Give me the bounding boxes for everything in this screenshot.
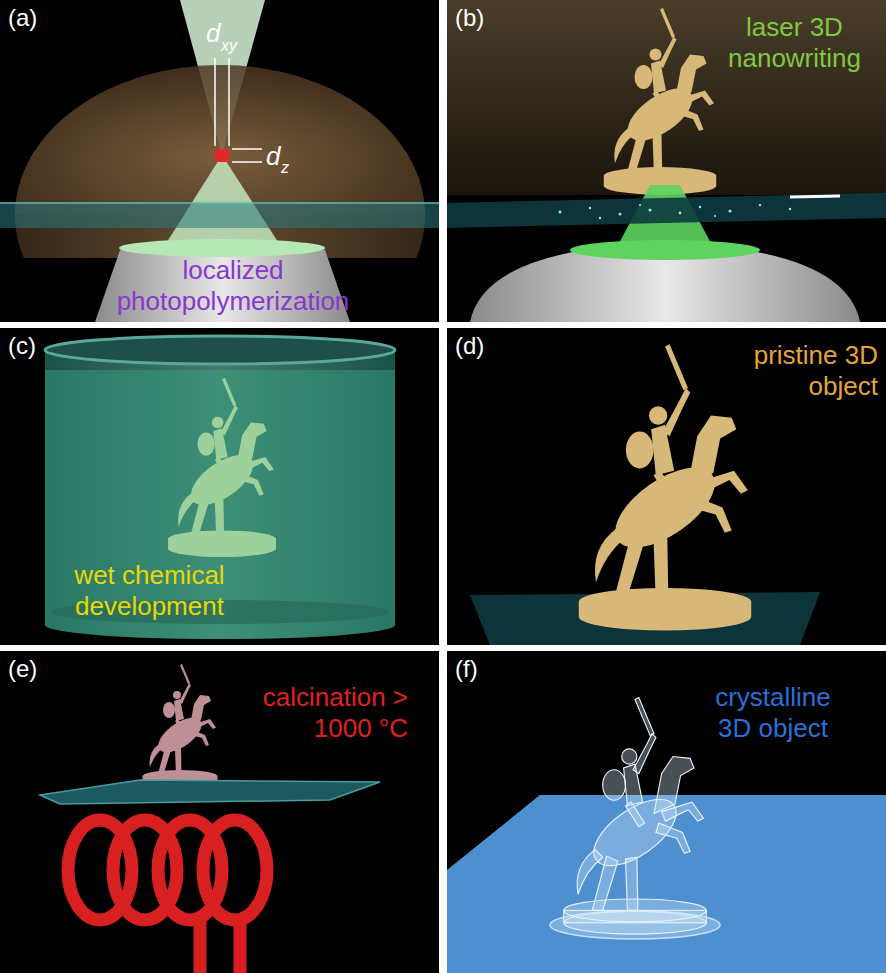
panel-letter: (b): [455, 4, 484, 33]
panel-e: [0, 651, 439, 973]
step-caption: crystalline 3D object: [698, 682, 848, 744]
dimension-subscript: xy: [221, 36, 237, 55]
step-caption: laser 3D nanowriting: [712, 12, 877, 74]
panel-letter: (e): [8, 655, 37, 684]
panel-letter: (d): [455, 332, 484, 361]
dimension-symbol: d: [206, 18, 220, 49]
step-caption: localized photopolymerization: [88, 255, 378, 317]
panel-f: [447, 651, 886, 973]
step-caption: calcination > 1000 °C: [248, 682, 408, 744]
panel-letter: (f): [455, 655, 478, 684]
panel-letter: (c): [8, 332, 36, 361]
panel-d: [447, 328, 886, 645]
dimension-symbol: d: [266, 141, 280, 172]
panel-letter: (a): [8, 4, 37, 33]
panel-b: [447, 0, 886, 322]
step-caption: pristine 3D object: [750, 340, 878, 402]
panel-c: [0, 328, 439, 645]
dimension-subscript: z: [281, 158, 289, 177]
panel-a: [0, 0, 439, 365]
step-caption: wet chemical development: [52, 560, 247, 622]
